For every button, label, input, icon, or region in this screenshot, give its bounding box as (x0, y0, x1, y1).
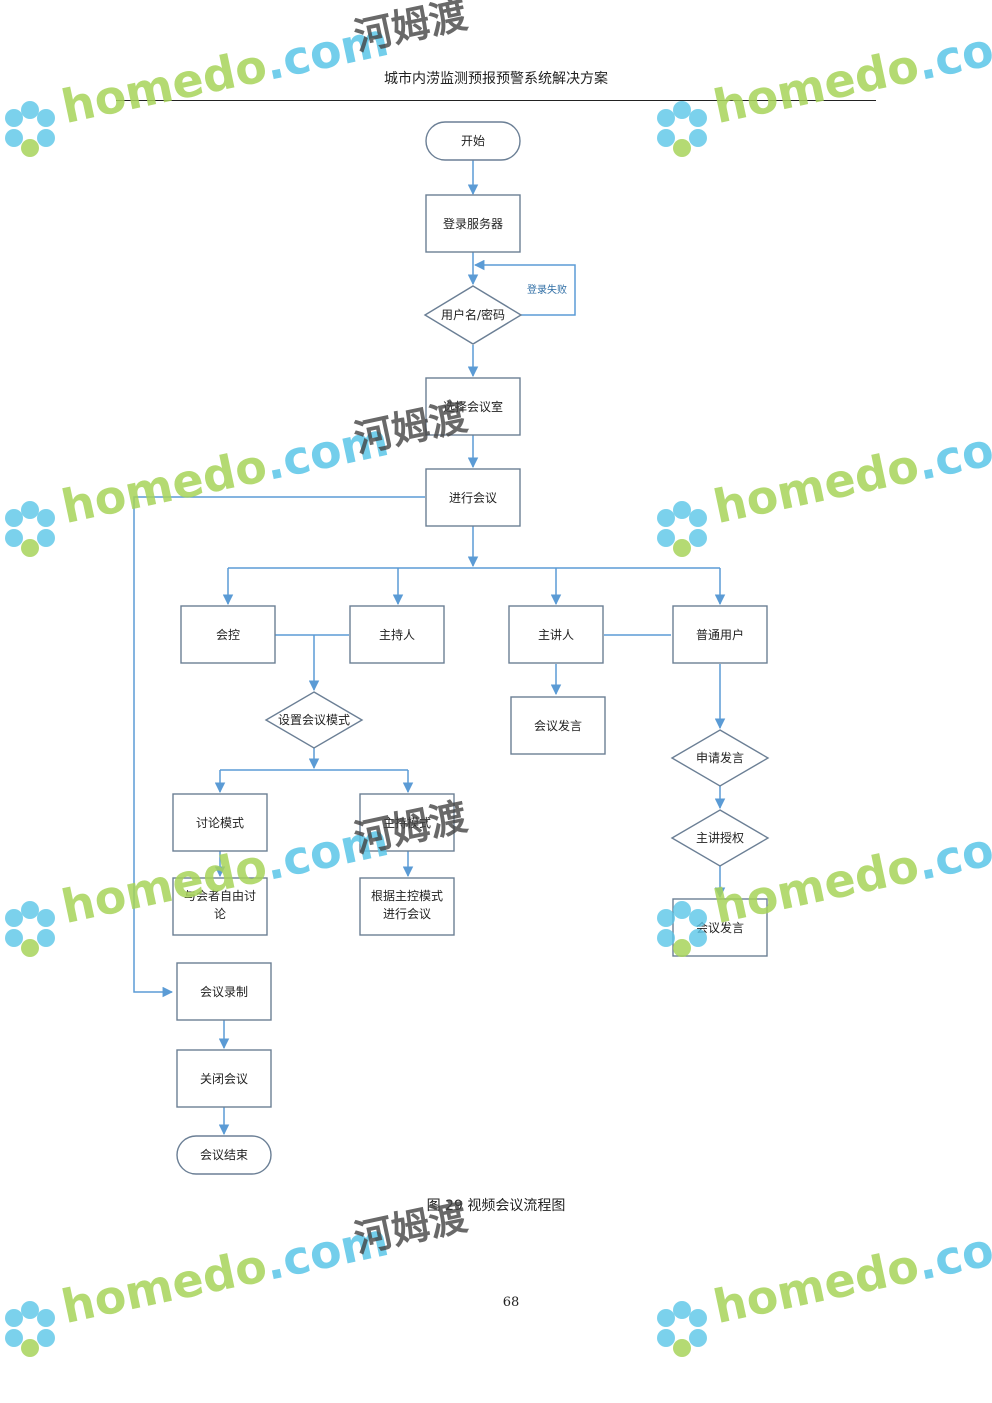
node-free-discussion-line1: 与会者自由讨 (184, 889, 256, 903)
node-run-per-host-mode-line2: 进行会议 (383, 907, 431, 921)
node-host-mode-label: 主持模式 (383, 815, 431, 830)
node-free-discussion-line2: 论 (214, 907, 226, 921)
page-number: 68 (502, 1295, 520, 1310)
node-speaker-speech: 会议发言 (510, 696, 606, 755)
node-recording: 会议录制 (176, 962, 272, 1021)
edge-label-login-failed: 登录失败 (527, 283, 567, 296)
node-select-room-label: 选择会议室 (443, 399, 503, 414)
figure-caption: 图 29 视频会议流程图 (426, 1198, 566, 1214)
node-start: 开始 (425, 121, 521, 161)
node-host-mode: 主持模式 (359, 793, 455, 852)
node-user-speech: 会议发言 (672, 898, 768, 957)
node-regular-user: 普通用户 (672, 605, 768, 664)
node-set-mode-decision: 设置会议模式 (264, 691, 364, 749)
node-apply-speak-label: 申请发言 (696, 750, 744, 765)
node-select-room: 选择会议室 (425, 377, 521, 436)
page-header: 城市内涝监测预报预警系统解决方案 (384, 71, 608, 87)
node-speaker: 主讲人 (508, 605, 604, 664)
node-apply-speak-decision: 申请发言 (670, 729, 770, 787)
node-discussion-mode-label: 讨论模式 (196, 816, 244, 830)
node-user-speech-label: 会议发言 (696, 920, 744, 935)
node-login-server-label: 登录服务器 (443, 216, 503, 231)
node-conduct-meeting-label: 进行会议 (449, 491, 497, 505)
node-meeting-control: 会控 (180, 605, 276, 664)
node-end-label: 会议结束 (200, 1148, 248, 1162)
node-recording-label: 会议录制 (200, 985, 248, 999)
node-speaker-speech-label: 会议发言 (534, 718, 582, 733)
node-meeting-control-label: 会控 (216, 628, 240, 642)
node-speaker-authorize-label: 主讲授权 (696, 830, 744, 845)
node-run-per-host-mode: 根据主控模式 进行会议 (359, 877, 455, 936)
node-end: 会议结束 (176, 1135, 272, 1175)
node-host: 主持人 (349, 605, 445, 664)
edge-conduct-recording (133, 496, 425, 998)
node-start-label: 开始 (461, 134, 485, 148)
node-login-server: 登录服务器 (425, 194, 521, 253)
node-regular-user-label: 普通用户 (696, 627, 744, 642)
node-close-meeting-label: 关闭会议 (200, 1072, 248, 1086)
node-host-label: 主持人 (379, 627, 415, 642)
edge-login-failed-loop (473, 259, 576, 316)
node-close-meeting: 关闭会议 (176, 1049, 272, 1108)
flow-edges: 登录失败 (133, 160, 726, 1136)
node-speaker-label: 主讲人 (538, 627, 574, 642)
node-credentials-label: 用户名/密码 (441, 307, 505, 322)
node-speaker-authorize-decision: 主讲授权 (670, 809, 770, 867)
node-conduct-meeting: 进行会议 (425, 468, 521, 527)
node-discussion-mode: 讨论模式 (172, 793, 268, 852)
node-credentials-decision: 用户名/密码 (423, 285, 523, 345)
header-rule (116, 100, 876, 101)
node-run-per-host-mode-line1: 根据主控模式 (371, 889, 443, 903)
node-set-mode-label: 设置会议模式 (278, 713, 350, 727)
node-free-discussion: 与会者自由讨 论 (172, 877, 268, 936)
